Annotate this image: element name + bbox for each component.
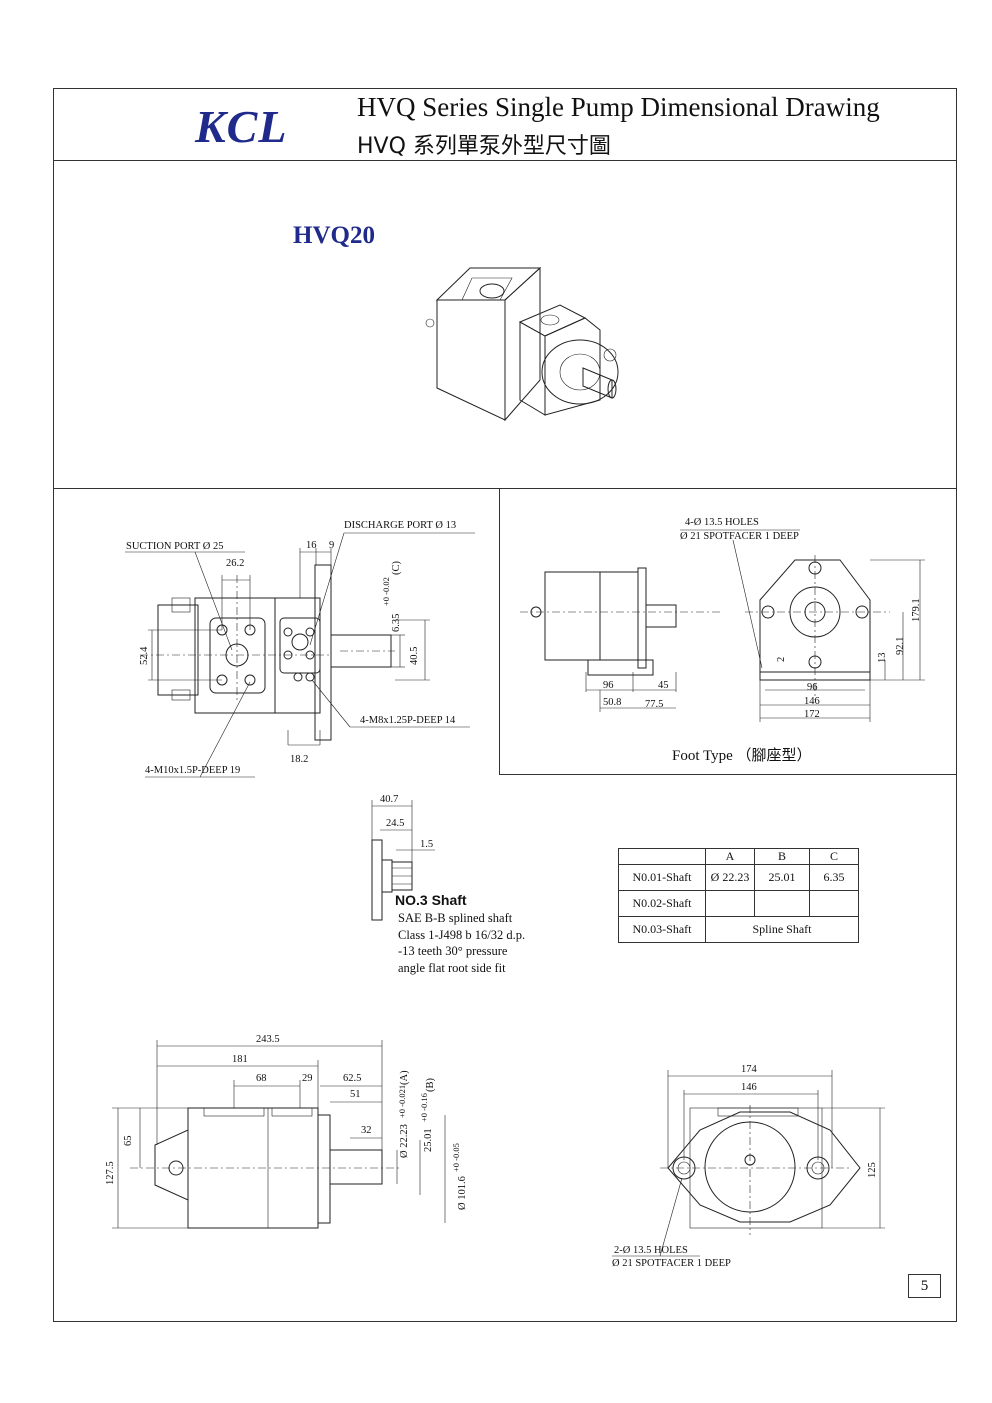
header-cell: C [809, 848, 859, 865]
header-cell: B [754, 848, 810, 865]
dim-51: 51 [350, 1089, 361, 1100]
flange-side-drawing [112, 1040, 446, 1229]
shaft-spec-table: A B C N0.01-Shaft Ø 22.23 25.01 6.35 N0.… [618, 848, 859, 943]
dim-1-5: 1.5 [420, 839, 434, 850]
dim-22-23: Ø 22.23 [399, 1124, 410, 1158]
table-cell: 6.35 [809, 864, 859, 891]
discharge-port-label: DISCHARGE PORT Ø 13 [344, 520, 457, 531]
shaft-description: SAE B-B splined shaft Class 1-J498 b 16/… [398, 910, 525, 976]
table-header-row: A B C [618, 848, 859, 865]
dim-26-2: 26.2 [226, 558, 245, 569]
title-chinese: HVQ 系列單泵外型尺寸圖 [357, 134, 611, 159]
header-cell: A [705, 848, 755, 865]
foot-type-drawing [520, 529, 925, 722]
dim-125: 125 [867, 1162, 878, 1178]
dim-6-35: 6.35 [391, 613, 402, 632]
dim-92-1: 92.1 [895, 636, 906, 655]
title-english: HVQ Series Single Pump Dimensional Drawi… [357, 92, 880, 122]
header-cell [618, 848, 706, 865]
shaft-detail-drawing [371, 800, 435, 921]
table-cell [754, 890, 810, 917]
foot-type-caption: Foot Type （腳座型） [672, 748, 812, 764]
m10-thread-label: 4-M10x1.5P-DEEP 19 [145, 765, 241, 776]
dim-32: 32 [361, 1125, 372, 1136]
header-divider [53, 160, 957, 161]
dim-101-6: Ø 101.6 [457, 1176, 468, 1210]
b-mark: (B) [425, 1078, 436, 1092]
table-cell: N0.03-Shaft [618, 916, 706, 943]
shaft-desc-line: angle flat root side fit [398, 960, 506, 975]
page-number: 5 [908, 1274, 941, 1298]
tol-101-6: +0 -0.05 [451, 1143, 461, 1172]
dim-174: 174 [741, 1064, 757, 1075]
dim-77-5: 77.5 [645, 699, 664, 710]
dim-50-8: 50.8 [603, 697, 622, 708]
tol-25-01: +0 -0.16 [419, 1093, 429, 1122]
shaft-desc-line: SAE B-B splined shaft [398, 911, 513, 925]
shaft-title: NO.3 Shaft [395, 892, 467, 908]
dim-68: 68 [256, 1073, 267, 1084]
dim-181: 181 [232, 1054, 248, 1065]
table-cell: 25.01 [754, 864, 810, 891]
foot-spotface-label: Ø 21 SPOTFACER 1 DEEP [680, 531, 799, 542]
tol-22-23: +0 -0.021 [397, 1084, 407, 1118]
dim-9: 9 [329, 540, 335, 551]
flange-front-drawing [612, 1070, 885, 1257]
flange-spotface-label: Ø 21 SPOTFACER 1 DEEP [612, 1258, 731, 1269]
dim-13: 13 [877, 652, 888, 664]
shaft-desc-line: -13 teeth 30° pressure [398, 944, 508, 958]
dim-2: 2 [776, 656, 787, 662]
flange-holes-label: 2-Ø 13.5 HOLES [614, 1245, 688, 1256]
dim-25-01: 25.01 [423, 1128, 434, 1152]
dim-29: 29 [302, 1073, 313, 1084]
side-view-drawing [125, 532, 475, 778]
section-divider [53, 488, 957, 489]
suction-port-label: SUCTION PORT Ø 25 [126, 541, 224, 552]
dim-16: 16 [306, 540, 317, 551]
dim-96-front: 96 [807, 682, 818, 693]
dim-65: 65 [123, 1135, 134, 1147]
a-mark: (A) [399, 1070, 410, 1085]
dim-127-5: 127.5 [105, 1161, 116, 1185]
c-mark: (C) [391, 561, 402, 575]
dim-62-5: 62.5 [343, 1073, 362, 1084]
table-cell [809, 890, 859, 917]
isometric-pump-drawing [425, 266, 619, 422]
dim-52-4: 52.4 [139, 646, 150, 665]
dim-45: 45 [658, 680, 669, 691]
table-cell [705, 890, 755, 917]
dim-179-1: 179.1 [911, 598, 922, 622]
kcl-logo: KCL [195, 101, 288, 152]
foot-panel-bottom-border [499, 774, 957, 775]
table-cell: Ø 22.23 [705, 864, 755, 891]
dim-96-side: 96 [603, 680, 614, 691]
page-frame [53, 88, 957, 1322]
dim-18-2: 18.2 [290, 754, 309, 765]
shaft-desc-line: Class 1-J498 b 16/32 d.p. [398, 927, 526, 942]
dim-146-flange: 146 [741, 1082, 757, 1093]
table-row: N0.02-Shaft [618, 890, 859, 917]
foot-panel-left-border [499, 488, 500, 774]
tol-6-35: +0 -0.02 [381, 577, 391, 606]
dim-146-front: 146 [804, 696, 820, 707]
table-cell: Spline Shaft [705, 916, 859, 943]
model-name: HVQ20 [293, 222, 375, 249]
dim-172: 172 [804, 709, 820, 720]
m8-thread-label: 4-M8x1.25P-DEEP 14 [360, 715, 456, 726]
dim-40-5: 40.5 [409, 646, 420, 665]
table-row: N0.03-Shaft Spline Shaft [618, 916, 859, 943]
dim-40-7: 40.7 [380, 794, 399, 805]
dim-24-5: 24.5 [386, 818, 405, 829]
table-row: N0.01-Shaft Ø 22.23 25.01 6.35 [618, 864, 859, 891]
table-cell: N0.02-Shaft [618, 890, 706, 917]
table-cell: N0.01-Shaft [618, 864, 706, 891]
foot-holes-label: 4-Ø 13.5 HOLES [685, 517, 759, 528]
dim-243-5: 243.5 [256, 1034, 280, 1045]
